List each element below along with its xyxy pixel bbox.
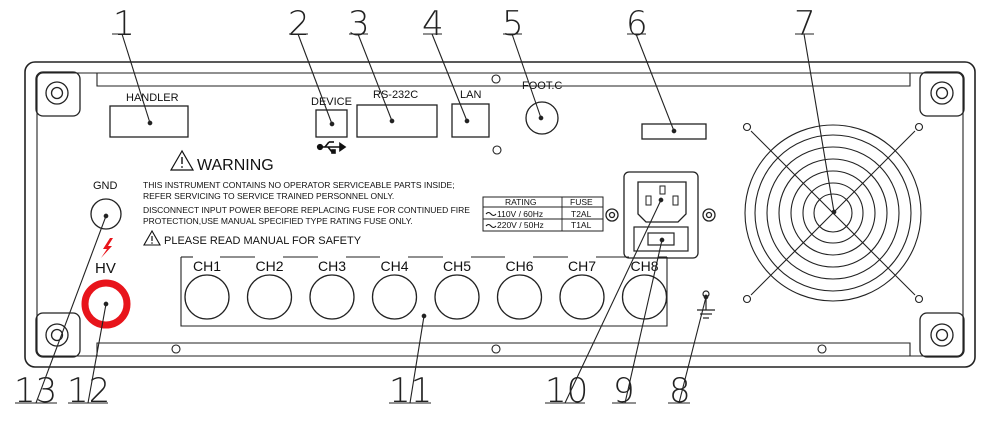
power-inlet-module: [605, 171, 716, 259]
callout-13: 13: [14, 371, 57, 411]
callout-8: 8: [669, 371, 691, 411]
rs232-label: RS-232C: [373, 89, 418, 101]
warning-line-1: THIS INSTRUMENT CONTAINS NO OPERATOR SER…: [143, 180, 455, 190]
device-usb-port[interactable]: [315, 109, 348, 138]
warning-triangle-icon: [169, 149, 195, 171]
power-inlet-socket[interactable]: [637, 181, 687, 223]
usb-icon: [316, 141, 347, 154]
ac-symbol-icon: [485, 212, 497, 216]
channel-label-5: CH5: [443, 258, 471, 274]
callout-6: 6: [626, 4, 648, 44]
callout-3: 3: [348, 4, 370, 44]
ac-symbol-icon: [485, 224, 497, 228]
channel-connector-8[interactable]: [621, 274, 668, 320]
channel-label-6: CH6: [505, 258, 533, 274]
lan-label: LAN: [460, 89, 481, 101]
warning-line-4: PROTECTION,USE MANUAL SPECIFIED TYPE RAT…: [143, 216, 413, 226]
corner-foot-top-right: [919, 71, 965, 117]
callout-7: 7: [794, 4, 816, 44]
callout-4: 4: [422, 4, 444, 44]
channel-connector-6[interactable]: [496, 274, 543, 320]
channel-label-8: CH8: [630, 258, 658, 274]
callout-1: 1: [113, 4, 135, 44]
gnd-label: GND: [93, 180, 118, 192]
lightning-bolt-icon: [101, 238, 113, 258]
hv-terminal[interactable]: [81, 279, 131, 329]
safety-text: PLEASE READ MANUAL FOR SAFETY: [164, 235, 362, 247]
handler-connector[interactable]: [109, 105, 189, 138]
rs232-connector[interactable]: [356, 104, 438, 138]
fan-grille-icon: [742, 122, 924, 304]
safety-warning-icon: [143, 229, 161, 246]
channel-label-7: CH7: [568, 258, 596, 274]
fuse-row1-fuse: T2AL: [571, 209, 592, 219]
callout-leaders: [15, 33, 837, 404]
corner-foot-bottom-left: [35, 312, 81, 358]
gnd-terminal[interactable]: [90, 198, 122, 230]
fuse-row2-rating: 220V / 50Hz: [497, 220, 544, 230]
lan-port[interactable]: [451, 103, 490, 138]
channel-connector-7[interactable]: [559, 274, 605, 320]
channel-connector-4[interactable]: [371, 274, 418, 320]
voltage-selector-slot[interactable]: [641, 123, 707, 140]
panel-outline: [24, 61, 976, 368]
callout-2: 2: [288, 4, 310, 44]
fuse-row1-rating: 110V / 60Hz: [497, 209, 543, 219]
device-label: DEVICE: [311, 96, 352, 108]
channel-label-4: CH4: [380, 258, 408, 274]
warning-title: WARNING: [197, 157, 274, 174]
callout-9: 9: [613, 371, 635, 411]
channel-row: CH1 CH2 CH3 CH4 CH5 CH6 CH7 CH8: [184, 258, 668, 320]
foot-control-jack[interactable]: [525, 101, 559, 135]
channel-label-1: CH1: [193, 258, 221, 274]
fuse-row2-fuse: T1AL: [571, 220, 592, 230]
inlet-pins: [645, 185, 679, 206]
callout-10: 10: [545, 371, 588, 411]
fuse-header-fuse: FUSE: [570, 197, 593, 207]
footc-label: FOOT.C: [522, 80, 562, 92]
warning-line-2: REFER SERVICING TO SERVICE TRAINED PERSO…: [143, 191, 394, 201]
channel-block-frame: [180, 256, 668, 327]
callout-11: 11: [389, 371, 432, 411]
channel-connector-5[interactable]: [434, 274, 480, 320]
channel-connector-2[interactable]: [246, 274, 293, 320]
corner-foot-top-left: [35, 71, 81, 117]
warning-line-3: DISCONNECT INPUT POWER BEFORE REPLACING …: [143, 205, 470, 215]
fuse-rating-table: RATING FUSE 110V / 60Hz T2AL 220V / 50Hz…: [482, 196, 604, 232]
callout-5: 5: [502, 4, 524, 44]
handler-label: HANDLER: [126, 92, 179, 104]
hv-label: HV: [95, 260, 116, 277]
channel-label-3: CH3: [318, 258, 346, 274]
fuse-header-rating: RATING: [505, 197, 536, 207]
channel-connector-1[interactable]: [184, 274, 230, 320]
corner-foot-bottom-right: [919, 312, 965, 358]
channel-connector-3[interactable]: [309, 274, 355, 320]
callout-12: 12: [67, 371, 110, 411]
screw-holes: [171, 74, 827, 354]
channel-label-2: CH2: [255, 258, 283, 274]
